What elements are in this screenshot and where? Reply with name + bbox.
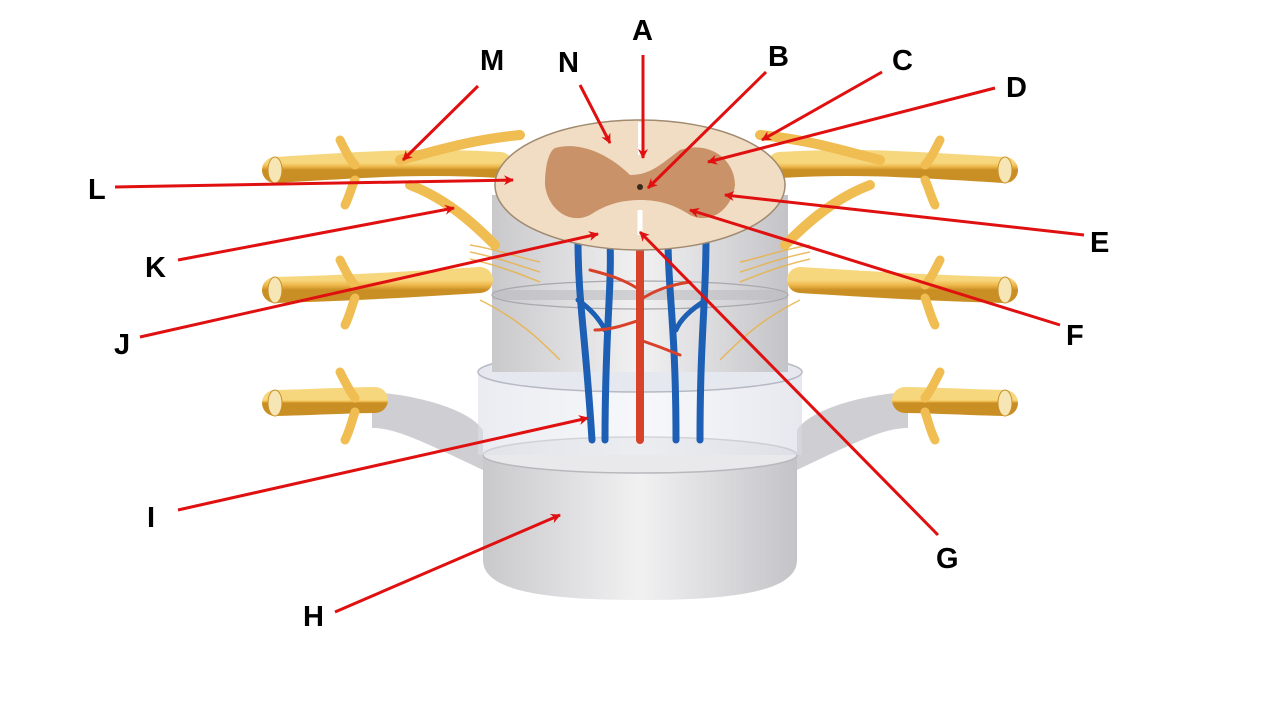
pointer-arrows	[114, 55, 1085, 614]
label-D: D	[1006, 72, 1027, 104]
arrow-B	[646, 70, 768, 190]
arrow-C	[761, 70, 883, 142]
label-I: I	[147, 502, 155, 534]
arrow-K	[177, 204, 455, 262]
spinal-cord-cross-section	[494, 119, 786, 251]
arrow-E	[724, 191, 1085, 237]
label-H: H	[303, 601, 324, 633]
arrow-F	[689, 207, 1061, 327]
label-K: K	[145, 252, 166, 284]
gray-matter	[545, 146, 735, 219]
arrow-J	[139, 231, 599, 339]
label-E: E	[1090, 227, 1109, 259]
label-B: B	[768, 41, 789, 73]
blood-vessels	[574, 236, 710, 444]
spinal-nerves-right	[755, 130, 1018, 445]
arrow-L	[114, 175, 514, 189]
arrow-N	[578, 84, 612, 144]
label-L: L	[88, 174, 106, 206]
central-canal	[637, 184, 643, 190]
label-J: J	[114, 329, 130, 361]
label-F: F	[1066, 320, 1084, 352]
label-A: A	[632, 15, 653, 47]
arrow-I	[177, 415, 589, 512]
label-G: G	[936, 543, 959, 575]
arrow-H	[334, 513, 561, 614]
label-C: C	[892, 45, 913, 77]
letter-labels: A B C D E F G H I J K L M N	[88, 15, 1109, 633]
arrow-G	[638, 230, 940, 537]
arrow-M	[401, 84, 480, 162]
label-M: M	[480, 45, 504, 77]
label-N: N	[558, 47, 579, 79]
arrow-D	[707, 86, 996, 165]
